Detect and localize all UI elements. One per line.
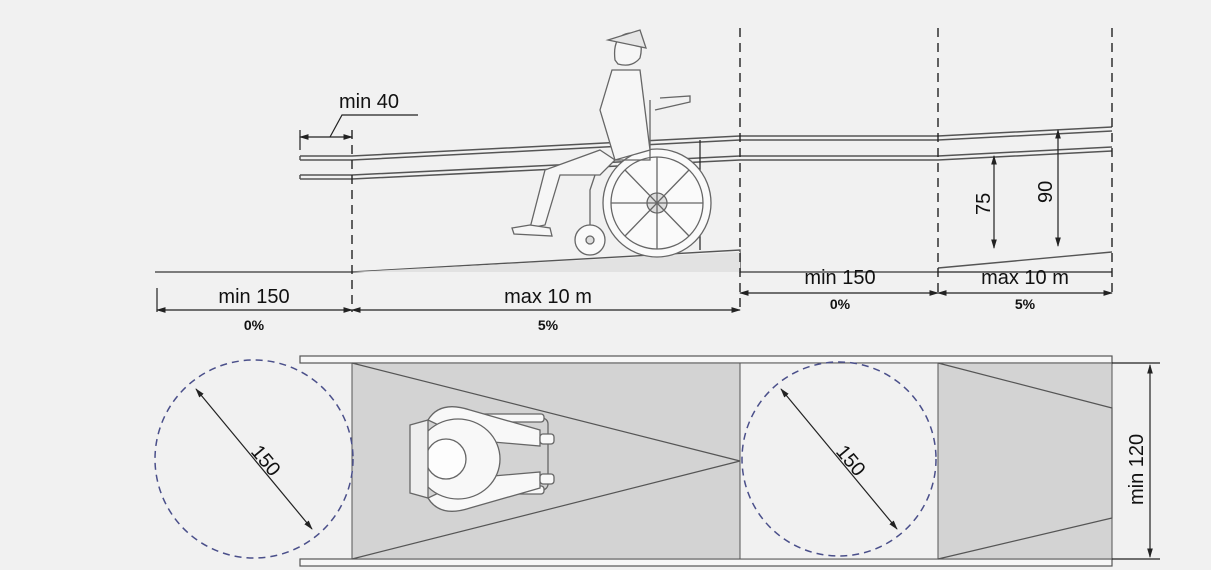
elevation-view: min 40 75 90 <box>155 28 1113 333</box>
dim-handrail-extension: min 40 <box>299 91 418 150</box>
dim-ramp-width: min 120 <box>1112 362 1160 560</box>
label-ramp-1-length: max 10 m <box>504 286 592 308</box>
plan-view: 150 150 min 120 <box>154 355 1160 567</box>
plan-rail-bottom <box>299 558 1113 567</box>
dim-landing-start: min 150 0% <box>156 286 353 333</box>
ramp-1-surface <box>352 252 740 272</box>
plan-rail-top <box>299 355 1113 364</box>
label-landing-mid-length: min 150 <box>804 267 875 289</box>
ramp-2-surface <box>937 251 1113 269</box>
label-landing-mid-slope: 0% <box>830 296 851 312</box>
label-ramp-2-slope: 5% <box>1015 296 1036 312</box>
wheelchair-user-side-icon <box>511 29 712 258</box>
wheelchair-user-top-icon <box>409 406 555 512</box>
label-lower-rail-height: 75 <box>973 193 995 215</box>
dim-rail-heights: 75 90 <box>699 129 1061 250</box>
label-ramp-2-length: max 10 m <box>981 267 1069 289</box>
plan-ramp-2-slope-lines <box>937 362 1113 560</box>
dim-landing-mid: min 150 0% <box>739 267 939 312</box>
handrail-upper <box>299 126 1113 161</box>
ramp-profile <box>155 249 1112 273</box>
label-handrail-extension: min 40 <box>339 91 399 113</box>
label-upper-rail-height: 90 <box>1035 181 1057 203</box>
turning-circle-start: 150 <box>154 359 354 559</box>
label-landing-start-length: min 150 <box>218 286 289 308</box>
dim-ramp-1: max 10 m 5% <box>351 286 741 333</box>
label-turning-circle-1: 150 <box>246 441 284 481</box>
label-landing-start-slope: 0% <box>244 317 265 333</box>
label-ramp-width: min 120 <box>1126 434 1148 505</box>
label-ramp-1-slope: 5% <box>538 317 559 333</box>
plan-ramp-2 <box>937 362 1113 560</box>
dim-ramp-2: max 10 m 5% <box>937 267 1113 312</box>
